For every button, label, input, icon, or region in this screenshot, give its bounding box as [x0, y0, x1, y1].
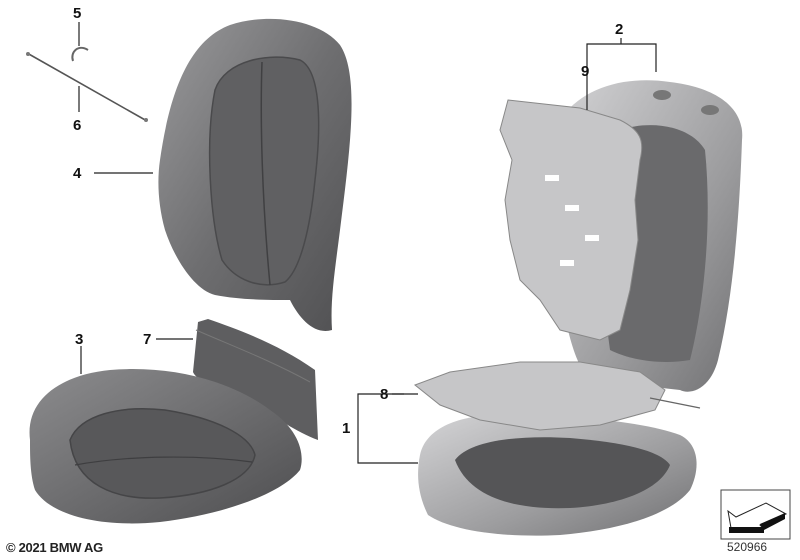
- view-direction-symbol: [720, 489, 791, 540]
- part-9-panel[interactable]: [499, 99, 643, 341]
- part-4-backrest-cover[interactable]: [158, 18, 352, 331]
- callout-1: 1: [342, 420, 351, 437]
- callout-3: 3: [75, 331, 84, 348]
- leader-lines: [78, 22, 657, 464]
- diagram-number: 520966: [727, 540, 768, 554]
- callout-6: 6: [73, 117, 82, 134]
- part-3-seat-cushion-cover[interactable]: [29, 369, 302, 524]
- part-5-clip[interactable]: [71, 46, 89, 62]
- copyright: © 2021 BMW AG: [6, 540, 103, 555]
- part-7-pad[interactable]: [193, 319, 318, 440]
- callout-4: 4: [73, 165, 82, 182]
- callout-7: 7: [143, 331, 152, 348]
- callout-2: 2: [615, 21, 624, 38]
- callout-8: 8: [380, 386, 389, 403]
- callout-9: 9: [581, 63, 590, 80]
- part-6-rod[interactable]: [26, 52, 148, 122]
- part-8-seat-panel[interactable]: [413, 361, 701, 431]
- callout-5: 5: [73, 5, 82, 22]
- part-1-seat-cushion[interactable]: [418, 415, 697, 536]
